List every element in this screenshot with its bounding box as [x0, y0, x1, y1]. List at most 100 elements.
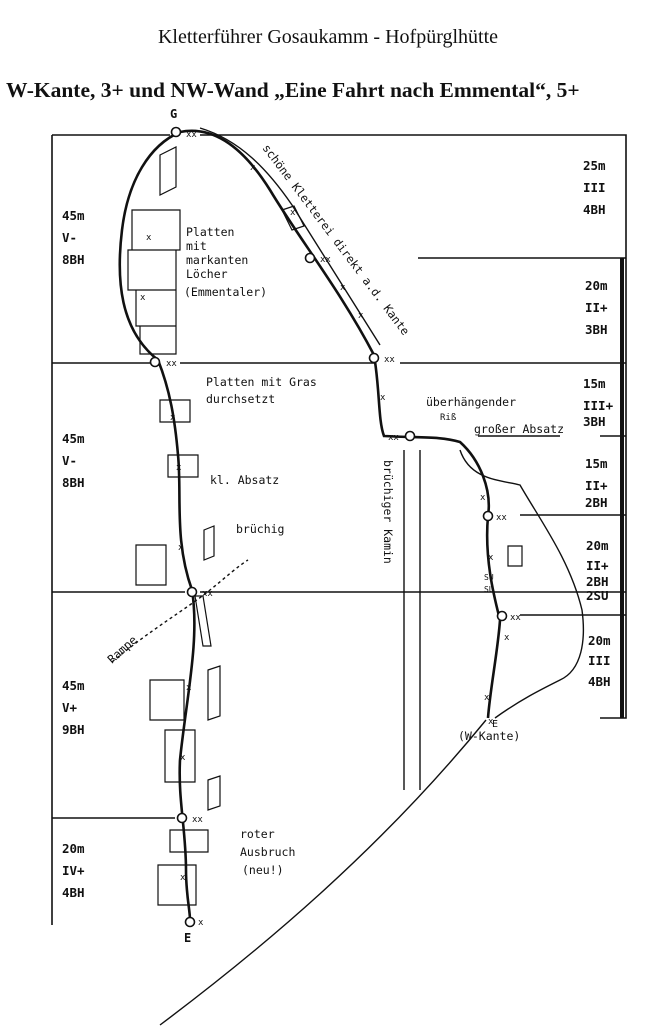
pitch-length: 20m [62, 841, 85, 856]
pitch-bolts: 3BH [583, 414, 606, 429]
pitch-grade: II+ [586, 558, 609, 573]
topo-frame [51, 134, 627, 925]
summit-label: G [170, 107, 177, 121]
note: durchsetzt [206, 392, 275, 406]
nw-start-label: E [184, 931, 191, 945]
pitch-bolts: 4BH [583, 202, 606, 217]
pitch-bolts: 8BH [62, 252, 85, 267]
note: Löcher [186, 267, 228, 281]
row-divider [418, 257, 626, 616]
note: brüchiger Kamin [381, 460, 395, 564]
pitch-grade: V- [62, 453, 77, 468]
note: schöne Kletterei direkt a.d. Kante [260, 141, 413, 337]
belay-summit [170, 126, 182, 138]
belay [368, 352, 380, 364]
note: kl. Absatz [210, 473, 279, 487]
note: brüchig [236, 522, 284, 536]
base-line [159, 719, 487, 1026]
svg-text:xx: xx [384, 355, 395, 365]
pitch-length: 20m [585, 278, 608, 293]
note: großer Absatz [474, 422, 564, 436]
pitch-bolts: 8BH [62, 475, 85, 490]
pitch-bolts: 4BH [62, 885, 85, 900]
note: (W-Kante) [458, 729, 520, 743]
pitch-length: 45m [62, 678, 85, 693]
svg-text:x: x [178, 543, 184, 553]
note: (Emmentaler) [184, 285, 267, 299]
svg-text:x: x [176, 463, 182, 473]
pitch-length: 25m [583, 158, 606, 173]
svg-text:x: x [504, 633, 510, 643]
belay [304, 252, 316, 264]
svg-text:x: x [198, 918, 204, 928]
note: markanten [186, 253, 248, 267]
pitch-length: 15m [583, 376, 606, 391]
note: Platten [186, 225, 234, 239]
svg-text:x: x [290, 208, 296, 218]
svg-text:x: x [484, 693, 490, 703]
svg-text:x: x [170, 413, 176, 423]
pitch-length: 45m [62, 208, 85, 223]
svg-text:x: x [186, 683, 192, 693]
belay [176, 812, 188, 824]
w-kante-route [179, 129, 502, 719]
pitch-grade: III [588, 653, 611, 668]
svg-text:xx: xx [388, 433, 399, 443]
belay [496, 610, 508, 622]
pitch-grade: III+ [583, 398, 614, 413]
note: Riß [440, 413, 457, 423]
pitch-bolts: 9BH [62, 722, 85, 737]
route-title: W-Kante, 3+ und NW-Wand „Eine Fahrt nach… [6, 78, 580, 102]
svg-text:x: x [250, 163, 256, 173]
note: SU [484, 573, 494, 582]
svg-text:x: x [480, 493, 486, 503]
note: Platten mit Gras [206, 375, 317, 389]
note: Ausbruch [240, 845, 295, 859]
pitch-bolts: 4BH [588, 674, 611, 689]
svg-text:x: x [180, 753, 186, 763]
note: Rampe [105, 633, 140, 667]
pitch-grade: II+ [585, 478, 608, 493]
pitch-length: 15m [585, 456, 608, 471]
note: roter [240, 827, 275, 841]
w-kante-start-label: E [492, 719, 498, 730]
pitch-bolts: 2BH [586, 574, 609, 589]
belay [149, 356, 161, 368]
pitch-grade: V+ [62, 700, 78, 715]
svg-text:xx: xx [320, 255, 331, 265]
pitch-grade: V- [62, 230, 77, 245]
belay [482, 510, 494, 522]
svg-text:x: x [358, 311, 364, 321]
svg-text:x: x [146, 233, 152, 243]
svg-text:xx: xx [510, 613, 521, 623]
pitch-length: 20m [586, 538, 609, 553]
pitch-bolts: 2BH [585, 495, 608, 510]
note: SU [484, 585, 494, 594]
svg-text:xx: xx [186, 130, 197, 140]
pitch-bolts: 3BH [585, 322, 608, 337]
pitch-extra: 2SU [586, 588, 609, 603]
svg-text:xx: xx [166, 359, 177, 369]
svg-text:xx: xx [192, 815, 203, 825]
note: mit [186, 239, 207, 253]
svg-text:xx: xx [202, 589, 213, 599]
guidebook-header: Kletterführer Gosaukamm - Hofpürglhütte [157, 26, 499, 48]
svg-text:x: x [340, 283, 346, 293]
belay [404, 430, 416, 442]
pitch-length: 20m [588, 633, 611, 648]
svg-text:x: x [488, 717, 494, 727]
note: überhängender [426, 395, 516, 409]
pitch-length: 45m [62, 431, 85, 446]
belay [186, 586, 198, 598]
pitch-grade: II+ [585, 300, 608, 315]
svg-text:x: x [140, 293, 146, 303]
svg-text:xx: xx [496, 513, 507, 523]
svg-text:x: x [380, 393, 386, 403]
pitch-grade: III [583, 180, 606, 195]
note: (neu!) [242, 863, 284, 877]
pitch-grade: IV+ [62, 863, 85, 878]
kamin-lines [403, 450, 421, 790]
svg-text:x: x [488, 553, 494, 563]
belay [184, 916, 196, 928]
